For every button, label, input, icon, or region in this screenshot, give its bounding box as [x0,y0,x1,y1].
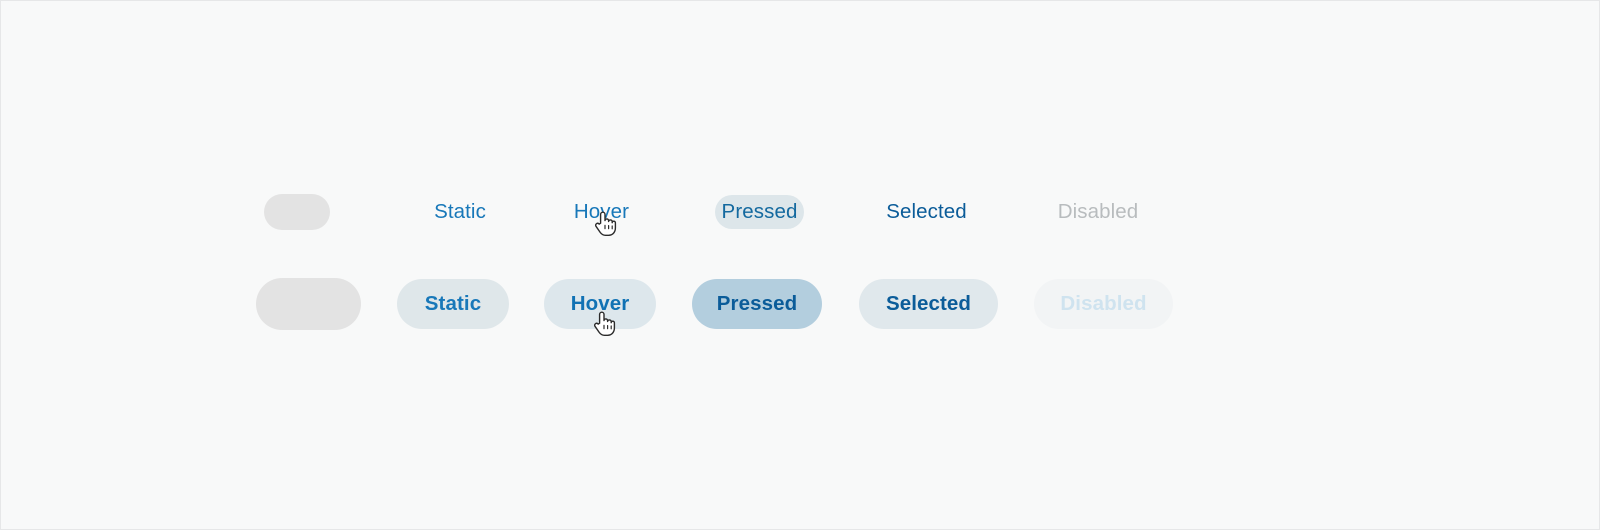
text-button-pressed[interactable]: Pressed [715,195,804,229]
text-button-static-label: Static [434,200,486,223]
text-button-selected[interactable]: Selected [875,195,978,229]
text-button-pressed-label: Pressed [721,200,798,223]
text-button-disabled: Disabled [1044,195,1152,229]
filled-button-hover-label: Hover [570,292,630,315]
filled-button-static[interactable]: Static [397,279,509,329]
filled-button-pressed-label: Pressed [716,292,798,315]
text-button-selected-label: Selected [886,200,967,223]
filled-button-disabled: Disabled [1034,279,1173,329]
filled-button-selected-label: Selected [885,292,972,315]
filled-button-hover[interactable]: Hover [544,279,656,329]
filled-button-static-label: Static [424,292,482,315]
filled-button-selected[interactable]: Selected [859,279,998,329]
filled-button-pressed[interactable]: Pressed [692,279,822,329]
placeholder-pill-filled [256,278,361,330]
text-button-hover[interactable]: Hover [560,195,643,229]
filled-button-disabled-label: Disabled [1060,292,1147,315]
text-button-disabled-label: Disabled [1057,200,1139,223]
text-button-hover-label: Hover [573,200,630,223]
text-button-static[interactable]: Static [419,195,501,229]
placeholder-pill-ghost [264,194,330,230]
